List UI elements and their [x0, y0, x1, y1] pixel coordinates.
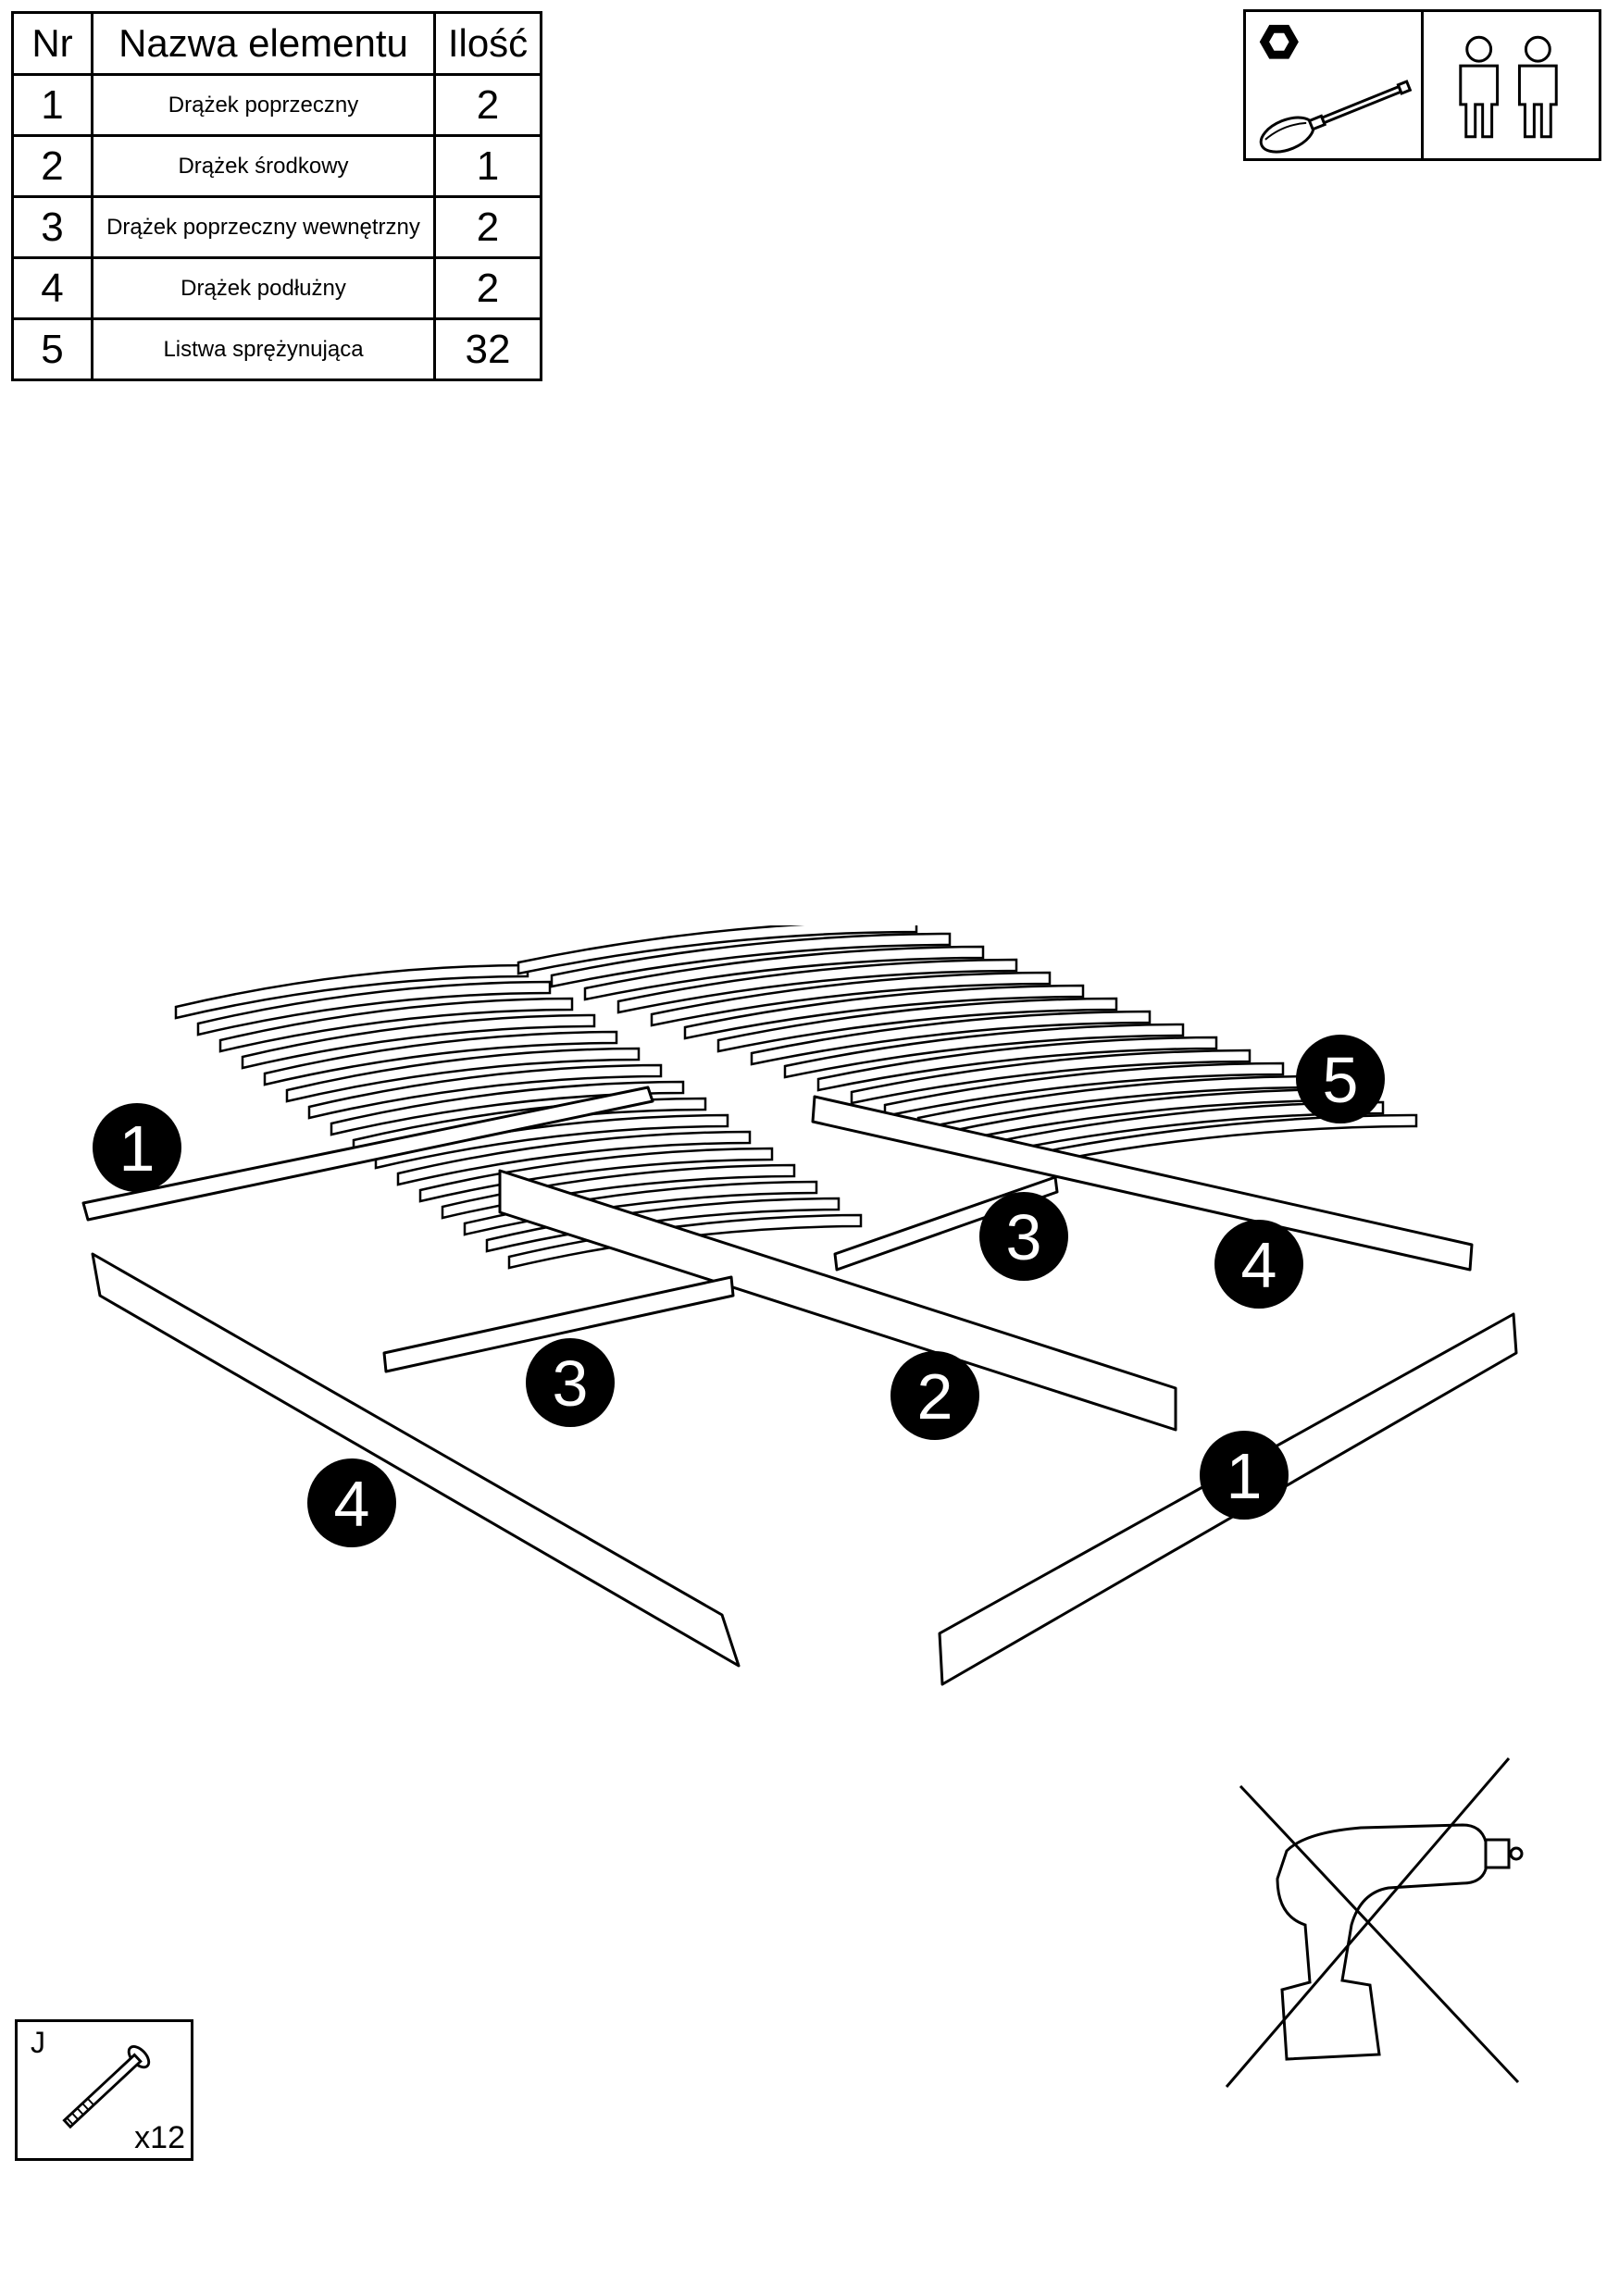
svg-text:3: 3: [1006, 1201, 1042, 1273]
svg-text:3: 3: [553, 1347, 589, 1420]
part-qty: 32: [433, 317, 542, 381]
callout-4-left: 4: [307, 1458, 396, 1547]
svg-text:2: 2: [917, 1360, 953, 1433]
callout-1-right: 1: [1200, 1431, 1289, 1520]
spring-slat: [783, 1023, 1185, 1079]
header-nr: Nr: [11, 11, 93, 76]
spring-slat: [196, 980, 552, 1036]
callout-5: 5: [1296, 1035, 1385, 1123]
bolt-icon: [62, 2045, 151, 2129]
assembly-diagram: 1 2 3 3 4 4 5 1: [81, 925, 1518, 1686]
table-row: 2 Drążek środkowy 1: [11, 134, 542, 198]
table-row: 4 Drążek podłużny 2: [11, 256, 542, 320]
part-name: Drążek środkowy: [91, 134, 436, 198]
part-nr: 4: [11, 256, 93, 320]
spring-slat: [241, 1013, 596, 1070]
svg-text:5: 5: [1323, 1044, 1359, 1116]
callout-2: 2: [890, 1351, 979, 1440]
required-tools-box: [1243, 9, 1601, 161]
hardware-quantity: x12: [134, 2120, 185, 2155]
table-row: 3 Drążek poprzeczny wewnętrzny 2: [11, 195, 542, 259]
spring-slat: [396, 1130, 752, 1186]
part-name: Listwa sprężynująca: [91, 317, 436, 381]
long-rail-4-right: [811, 1095, 1474, 1272]
people-cell: [1421, 12, 1599, 158]
tool-cell: [1246, 12, 1421, 158]
hardware-code: J: [31, 2026, 45, 2059]
center-bar-2: [498, 1169, 1177, 1432]
spring-slat: [883, 1061, 1285, 1118]
svg-text:4: 4: [1241, 1229, 1277, 1301]
part-nr: 1: [11, 73, 93, 137]
spring-slat: [285, 1047, 641, 1103]
no-power-drill-icon: [1225, 1757, 1524, 2088]
header-qty: Ilość: [433, 11, 542, 76]
spring-slat: [683, 984, 1085, 1040]
svg-text:1: 1: [1227, 1440, 1263, 1512]
two-people-icon: [1459, 35, 1558, 139]
spring-slat: [550, 932, 952, 988]
svg-text:4: 4: [334, 1468, 370, 1540]
spring-slat: [174, 963, 529, 1020]
spring-slat: [263, 1030, 618, 1086]
hex-screwdriver-icon: [1259, 24, 1413, 154]
spring-slat: [218, 997, 574, 1053]
part-qty: 1: [433, 134, 542, 198]
callout-3-right: 3: [979, 1192, 1068, 1281]
callout-1-left: 1: [93, 1103, 181, 1192]
part-nr: 5: [11, 317, 93, 381]
crossbar-1-left: [81, 1086, 654, 1222]
long-rail-4-left: [91, 1252, 741, 1668]
spring-slat: [816, 1036, 1218, 1092]
parts-table-header-row: Nr Nazwa elementu Ilość: [11, 11, 542, 76]
hardware-box: J x12: [15, 2019, 193, 2161]
svg-text:1: 1: [119, 1112, 156, 1185]
part-nr: 3: [11, 195, 93, 259]
spring-slat: [850, 1049, 1252, 1105]
part-name: Drążek podłużny: [91, 256, 436, 320]
spring-slat: [750, 1010, 1152, 1066]
spring-slat: [517, 925, 918, 975]
table-row: 1 Drążek poprzeczny 2: [11, 73, 542, 137]
part-name: Drążek poprzeczny wewnętrzny: [91, 195, 436, 259]
inner-crossbar-3-a: [382, 1275, 735, 1373]
spring-slat: [616, 958, 1018, 1014]
table-row: 5 Listwa sprężynująca 32: [11, 317, 542, 381]
spring-slat: [583, 945, 985, 1001]
part-nr: 2: [11, 134, 93, 198]
spring-slat: [983, 1100, 1385, 1157]
spring-slat: [1016, 1113, 1418, 1170]
part-name: Drążek poprzeczny: [91, 73, 436, 137]
part-qty: 2: [433, 256, 542, 320]
parts-table: Nr Nazwa elementu Ilość 1 Drążek poprzec…: [11, 11, 542, 381]
part-qty: 2: [433, 73, 542, 137]
spring-slat: [716, 997, 1118, 1053]
spring-slat: [307, 1063, 663, 1120]
spring-slat: [330, 1080, 685, 1136]
spring-slat: [650, 971, 1052, 1027]
callout-3-center: 3: [526, 1338, 615, 1427]
header-name: Nazwa elementu: [91, 11, 436, 76]
callout-4-right: 4: [1214, 1220, 1303, 1309]
part-qty: 2: [433, 195, 542, 259]
